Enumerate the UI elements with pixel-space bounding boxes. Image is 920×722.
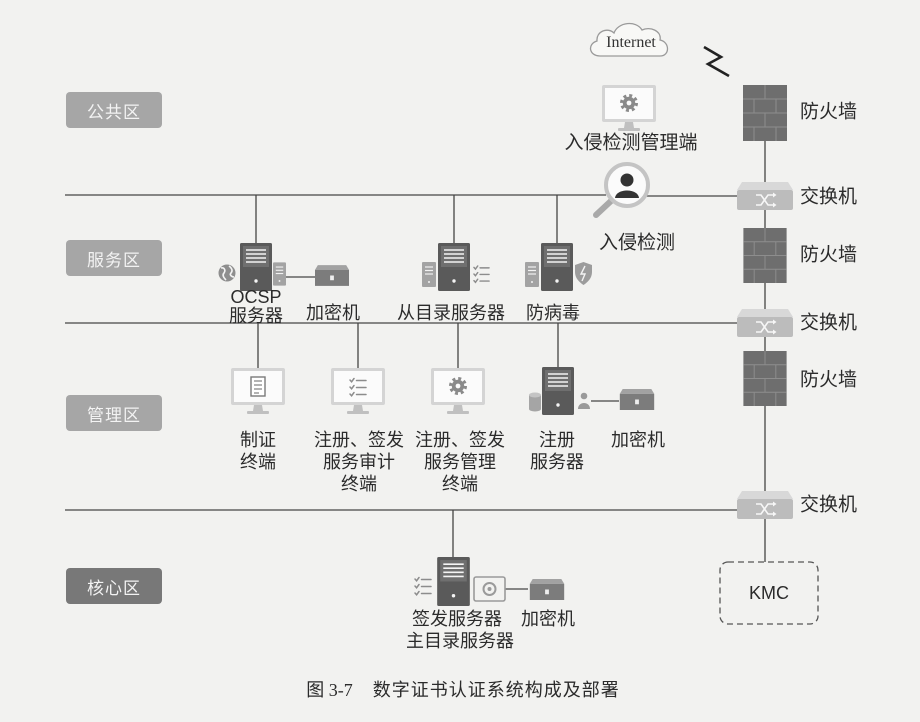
ra-server-label: 注册 xyxy=(539,430,575,450)
zone-label-public: 公共区 xyxy=(66,92,162,128)
admin-terminal-label: 注册、签发 xyxy=(415,430,505,450)
kmc-label: KMC xyxy=(749,583,789,603)
internet-label: Internet xyxy=(606,34,656,51)
ids-label: 入侵检测 xyxy=(598,232,676,254)
shield-icon xyxy=(575,262,592,285)
antivirus-label: 防病毒 xyxy=(526,303,580,323)
ocsp-server-icon xyxy=(240,243,272,291)
figure-title: 数字证书认证系统构成及部署 xyxy=(372,680,620,700)
encryptor-label: 加密机 xyxy=(521,609,575,629)
globe-icon xyxy=(218,264,236,282)
small-server-icon xyxy=(525,262,539,287)
person-icon xyxy=(578,392,590,409)
switch-label: 交换机 xyxy=(800,312,858,334)
ocsp-server-label: OCSP xyxy=(230,287,282,307)
firewall-icon xyxy=(743,85,787,141)
small-server-icon xyxy=(273,262,286,286)
ca-server-label: 签发服务器 xyxy=(412,609,502,629)
person-icon xyxy=(615,173,639,198)
database-icon xyxy=(529,392,541,412)
checklist-icon xyxy=(414,576,432,596)
audit-terminal-label: 终端 xyxy=(341,474,377,494)
zone-label-service: 服务区 xyxy=(66,240,162,276)
audit-terminal-label: 服务审计 xyxy=(323,452,395,472)
encryptor-label: 加密机 xyxy=(611,430,665,450)
magnifier-icon xyxy=(593,162,650,218)
document-icon xyxy=(250,376,266,397)
switch-label: 交换机 xyxy=(800,186,858,208)
admin-terminal-label: 终端 xyxy=(442,474,478,494)
audit-terminal-monitor-icon xyxy=(331,368,385,414)
lightning-icon xyxy=(703,45,730,78)
switch-icon xyxy=(737,491,793,519)
audit-terminal-label: 注册、签发 xyxy=(314,430,404,450)
switch-label: 交换机 xyxy=(800,494,858,516)
checklist-icon xyxy=(473,265,490,284)
firewall-label: 防火墙 xyxy=(800,369,858,391)
ca-server-label: 主目录服务器 xyxy=(406,631,514,651)
switch-icon xyxy=(737,309,793,337)
ca-server-icon xyxy=(437,557,470,606)
firewall-icon xyxy=(743,351,787,406)
encryptor-icon xyxy=(315,265,349,286)
zone-label-management: 管理区 xyxy=(66,395,162,431)
figure-caption: 图 3-7 数字证书认证系统构成及部署 xyxy=(306,681,620,699)
switch-icon xyxy=(737,182,793,210)
zone-label-core: 核心区 xyxy=(66,568,162,604)
safe-icon xyxy=(473,576,506,602)
directory-server-icon xyxy=(438,243,470,291)
encryptor-icon xyxy=(529,579,565,600)
firewall-label: 防火墙 xyxy=(800,101,858,123)
cloud-icon xyxy=(589,22,669,57)
ra-server-icon xyxy=(542,367,574,415)
cert-terminal-label: 制证 xyxy=(240,430,276,450)
ocsp-server-label: 服务器 xyxy=(229,306,283,326)
ids-manager-label: 入侵检测管理端 xyxy=(564,132,698,154)
figure-number: 图 3-7 xyxy=(306,680,353,700)
encryptor-icon xyxy=(619,389,655,410)
encryptor-label: 加密机 xyxy=(306,303,360,323)
antivirus-server-icon xyxy=(541,243,573,291)
admin-terminal-label: 服务管理 xyxy=(424,452,496,472)
directory-server-label: 从目录服务器 xyxy=(397,303,505,323)
cert-terminal-label: 终端 xyxy=(240,452,276,472)
ra-server-label: 服务器 xyxy=(530,452,584,472)
firewall-label: 防火墙 xyxy=(800,244,858,266)
firewall-icon xyxy=(743,228,787,283)
small-server-icon xyxy=(422,262,436,287)
kmc-box xyxy=(719,561,819,625)
